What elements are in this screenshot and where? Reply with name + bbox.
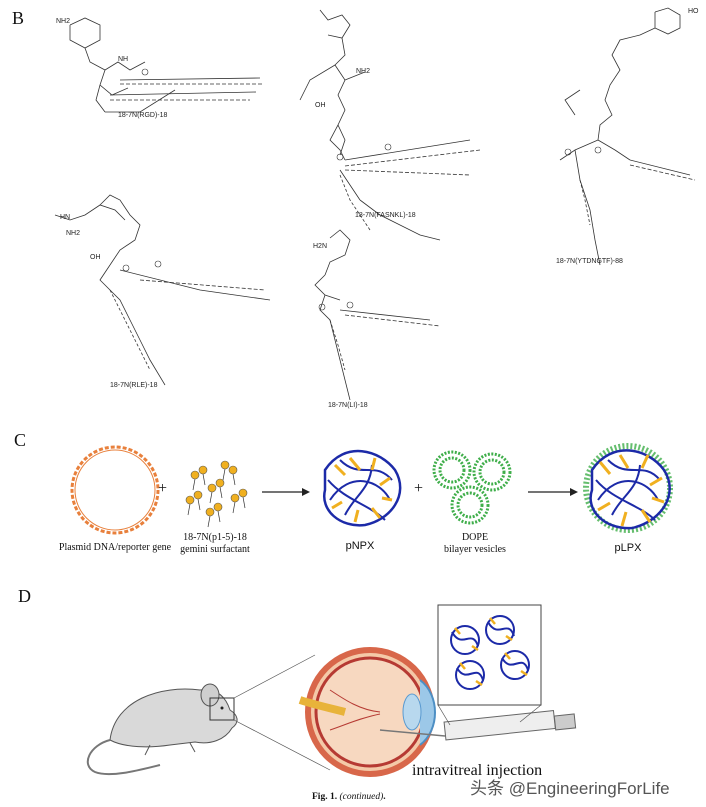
- plasmid-label: Plasmid DNA/reporter gene: [58, 542, 172, 553]
- molecule-label-fasnkl: 18-7N(FASNKL)-18: [355, 212, 416, 219]
- atom-label: OH: [315, 102, 326, 109]
- molecule-label-ytdngtf: 18-7N(YTDNGTF)-88: [556, 258, 623, 265]
- plpx-label: pLPX: [614, 542, 642, 554]
- atom-label: NH2: [66, 230, 81, 237]
- gemini-surfactant-cluster: [185, 460, 248, 517]
- syringe: [379, 710, 577, 741]
- surfactant-name: 18-7N(p1-5)-18: [183, 532, 247, 543]
- atom-label: NH2: [56, 18, 71, 25]
- dope-type: bilayer vesicles: [444, 544, 506, 555]
- atom-label: NH2: [356, 68, 371, 75]
- surfactant-type: gemini surfactant: [180, 544, 250, 555]
- pnpx-label: pNPX: [345, 540, 375, 552]
- eye-highlight-box: [209, 697, 235, 721]
- molecule-label-rgd: 18-7N(RGD)-18: [118, 112, 168, 119]
- plasmid-ring: [70, 445, 160, 535]
- molecule-label-rle: 18-7N(RLE)-18: [110, 382, 158, 389]
- panel-d-letter: D: [18, 586, 31, 606]
- dope-label: DOPE bilayer vesicles: [430, 532, 520, 556]
- atom-label: NH: [118, 56, 129, 63]
- plus-sign: +: [158, 480, 168, 497]
- dope-vesicles: [432, 450, 512, 525]
- surfactant-label: 18-7N(p1-5)-18 gemini surfactant: [170, 532, 260, 556]
- injection-label: intravitreal injection: [412, 762, 543, 779]
- pnpx-complex: [320, 448, 402, 528]
- caption-continued: (continued): [339, 792, 384, 802]
- plpx-complex: [583, 443, 673, 533]
- figure-number: Fig. 1.: [312, 792, 338, 802]
- caption-tail: .: [383, 792, 386, 802]
- watermark: 头条 @EngineeringForLife: [470, 779, 670, 798]
- plus-sign: +: [414, 480, 424, 497]
- dope-name: DOPE: [461, 532, 489, 543]
- atom-label: OH: [90, 254, 101, 261]
- mouse-illustration: [86, 683, 238, 776]
- eye-cross-section: [298, 647, 436, 777]
- inset-complexes: [450, 615, 530, 690]
- panel-c-letter: C: [14, 430, 27, 450]
- molecule-label-li: 18-7N(LI)-18: [328, 402, 368, 409]
- atom-label: HN: [60, 214, 71, 221]
- atom-label: HO: [688, 8, 699, 15]
- figure-caption: Fig. 1. (continued).: [312, 792, 386, 802]
- atom-label: H2N: [313, 243, 328, 250]
- panel-b-letter: B: [12, 8, 25, 28]
